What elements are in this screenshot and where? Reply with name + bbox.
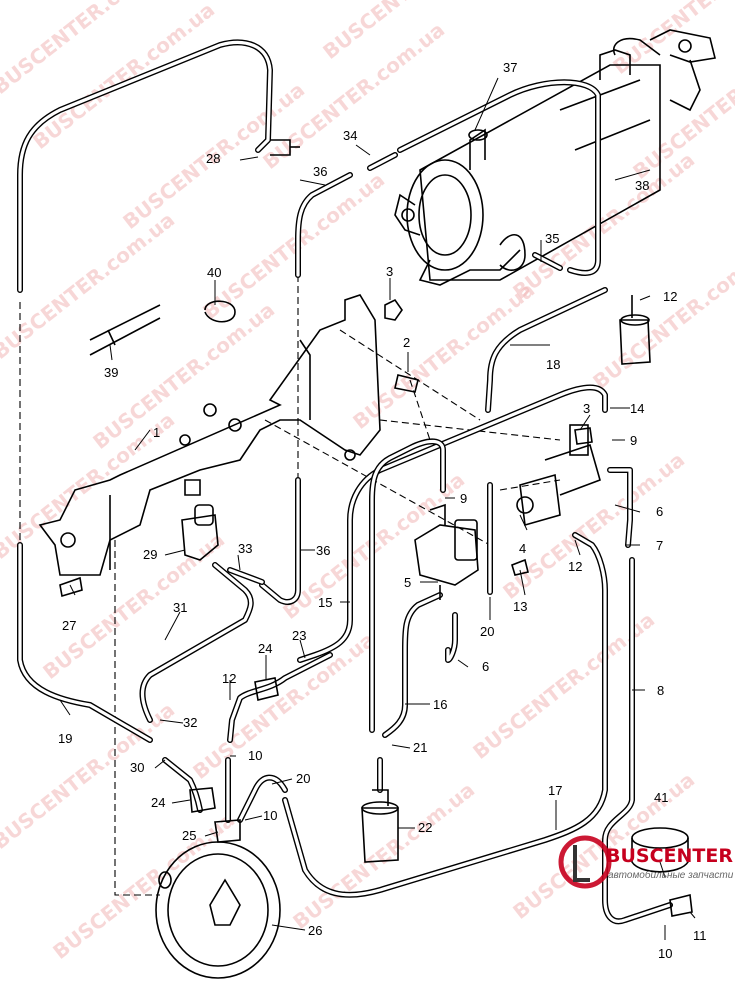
callout-32: 32 [183,715,197,730]
callout-31: 31 [173,600,187,615]
callout-27: 27 [62,618,76,633]
watermark: BUSCENTER.com.ua [588,237,735,393]
callout-10b: 10 [263,808,277,823]
callout-19: 19 [58,731,72,746]
callout-16: 16 [433,697,447,712]
callout-12b: 12 [568,559,582,574]
callout-20b: 20 [296,771,310,786]
components [59,139,693,979]
callout-2: 2 [403,335,410,350]
catalytic-converter [394,29,716,286]
callout-6b: 6 [482,659,489,674]
watermark: BUSCENTER.com.ua [288,777,479,933]
watermark: BUSCENTER.com.ua [198,167,389,323]
buscenter-logo: BUSCENTER автомобильные запчасти [558,835,734,889]
callout-9b: 9 [460,491,467,506]
callout-3b: 3 [583,401,590,416]
callout-12: 12 [663,289,677,304]
callout-41: 41 [654,790,668,805]
callout-8: 8 [657,683,664,698]
callout-18: 18 [546,357,560,372]
callout-36: 36 [313,164,327,179]
callout-30: 30 [130,760,144,775]
callout-36b: 36 [316,543,330,558]
callout-15: 15 [318,595,332,610]
logo-tagline: автомобильные запчасти [608,869,734,881]
watermark: BUSCENTER.com.ua [0,207,179,363]
callout-13: 13 [513,599,527,614]
callout-34: 34 [343,128,357,143]
callout-39: 39 [104,365,118,380]
callout-21: 21 [413,740,427,755]
callout-25: 25 [182,828,196,843]
callout-4: 4 [519,541,526,556]
watermark: BUSCENTER.com.ua [188,627,379,783]
watermark: BUSCENTER.com.ua [498,447,689,603]
bracket-1 [38,294,381,576]
callout-6: 6 [656,504,663,519]
callout-5: 5 [404,575,411,590]
callout-26: 26 [308,923,322,938]
callout-40: 40 [207,265,221,280]
logo-name: BUSCENTER [606,845,733,867]
callout-35: 35 [545,231,559,246]
callout-14: 14 [630,401,644,416]
callout-22: 22 [418,820,432,835]
assembly-lines [19,275,561,896]
callout-20: 20 [480,624,494,639]
leader-lines [59,77,696,940]
callout-10c: 10 [658,946,672,961]
callouts: 37 38 34 36 28 40 3 35 12 39 2 18 14 3 9… [58,60,707,961]
callout-37: 37 [503,60,517,75]
callout-9: 9 [630,433,637,448]
watermark: BUSCENTER.com.ua [38,527,229,683]
callout-11: 11 [693,928,707,943]
callout-1: 1 [153,425,160,440]
watermark: BUSCENTER.com.ua [28,0,219,154]
callout-24b: 24 [151,795,165,810]
hoses [17,39,673,925]
callout-17: 17 [548,783,562,798]
callout-28: 28 [206,151,220,166]
callout-38: 38 [635,178,649,193]
callout-3: 3 [386,264,393,279]
callout-7: 7 [656,538,663,553]
callout-23: 23 [292,628,306,643]
callout-33: 33 [238,541,252,556]
watermark: BUSCENTER.com.ua [508,147,699,303]
callout-10: 10 [248,748,262,763]
callout-29: 29 [143,547,157,562]
watermark: BUSCENTER.com.ua [48,807,239,963]
callout-12c: 12 [222,671,236,686]
callout-24: 24 [258,641,272,656]
